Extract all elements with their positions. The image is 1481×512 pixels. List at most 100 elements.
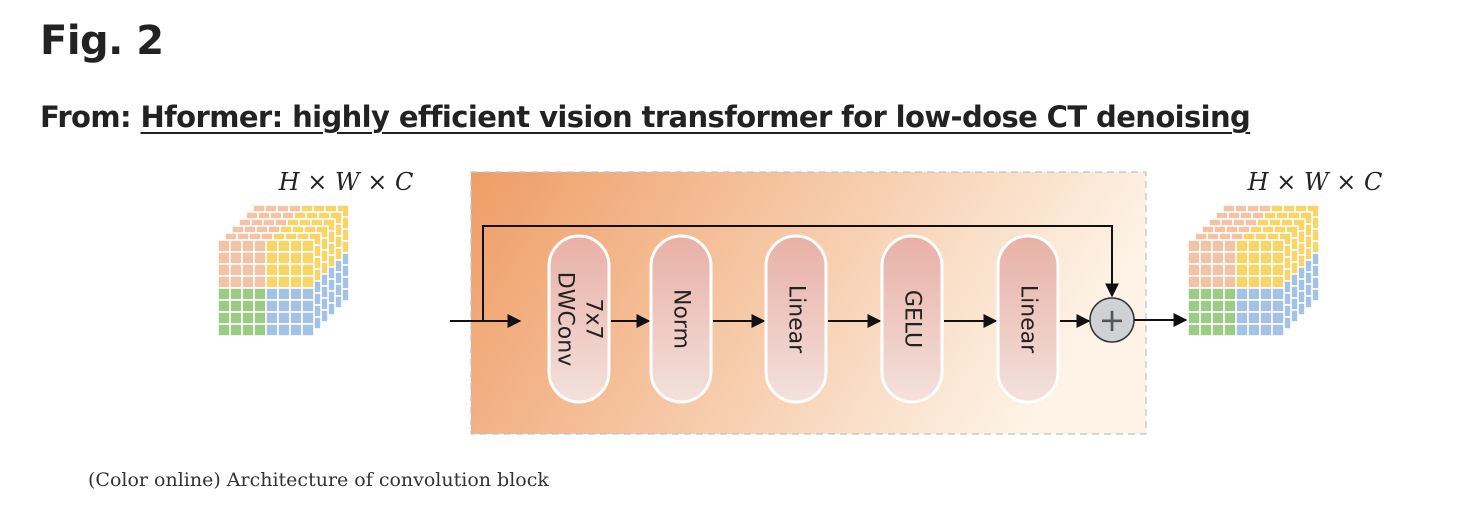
output-map-cell — [1199, 299, 1213, 313]
output-map-cell — [1247, 263, 1261, 277]
input-map-cell — [277, 263, 291, 277]
output-map-cell — [1223, 287, 1237, 301]
input-map-cell — [217, 287, 231, 301]
input-map-layer — [217, 239, 315, 337]
output-map-cell — [1187, 299, 1201, 313]
output-map-cell — [1235, 299, 1249, 313]
input-map-cell — [265, 299, 279, 313]
from-prefix: From: — [40, 100, 132, 134]
block-5: Linear — [996, 234, 1060, 404]
output-feature-map — [1187, 204, 1320, 337]
input-map-cell — [289, 311, 303, 325]
input-map-cell — [229, 251, 243, 265]
input-map-cell — [265, 263, 279, 277]
output-map-cell — [1271, 275, 1285, 289]
output-map-cell — [1187, 323, 1201, 337]
input-map-cell — [241, 323, 255, 337]
input-map-cell — [289, 263, 303, 277]
input-map-cell — [265, 251, 279, 265]
figure-caption: (Color online) Architecture of convoluti… — [88, 469, 549, 491]
input-map-cell — [277, 323, 291, 337]
input-map-cell — [277, 287, 291, 301]
input-map-cell — [229, 299, 243, 313]
output-map-cell — [1259, 263, 1273, 277]
block-label: Linear — [1016, 285, 1041, 354]
block-label: 7x7 — [581, 298, 606, 339]
block-2: Norm — [649, 234, 713, 404]
input-map-cell — [217, 263, 231, 277]
input-map-cell — [253, 251, 267, 265]
input-map-cell — [301, 299, 315, 313]
output-dims-label: H × W × C — [1247, 168, 1383, 196]
input-map-cell — [301, 311, 315, 325]
source-article-link[interactable]: Hformer: highly efficient vision transfo… — [140, 100, 1251, 134]
output-map-cell — [1235, 323, 1249, 337]
block-pill — [764, 234, 828, 404]
output-map-cell — [1199, 251, 1213, 265]
output-map-cell — [1247, 251, 1261, 265]
input-map-cell — [301, 287, 315, 301]
input-map-cell — [253, 275, 267, 289]
input-map-cell — [301, 263, 315, 277]
output-map-cell — [1223, 251, 1237, 265]
output-map-cell — [1199, 239, 1213, 253]
figure-label: Fig. 2 — [40, 18, 164, 64]
input-map-cell — [301, 239, 315, 253]
output-map-cell — [1187, 311, 1201, 325]
output-map-cell — [1211, 275, 1225, 289]
output-map-cell — [1223, 275, 1237, 289]
input-map-cell — [217, 239, 231, 253]
output-map-cell — [1259, 251, 1273, 265]
output-map-cell — [1259, 299, 1273, 313]
output-map-cell — [1235, 275, 1249, 289]
input-map-cell — [241, 287, 255, 301]
output-map-cell — [1271, 287, 1285, 301]
output-map-cell — [1199, 323, 1213, 337]
output-map-cell — [1235, 287, 1249, 301]
output-map-cell — [1223, 239, 1237, 253]
input-map-cell — [277, 239, 291, 253]
output-map-cell — [1223, 299, 1237, 313]
skip-connection-arrow — [482, 225, 1119, 321]
output-map-cell — [1211, 323, 1225, 337]
output-map-cell — [1187, 251, 1201, 265]
panel-dashed-border — [470, 171, 1147, 435]
output-map-cell — [1247, 275, 1261, 289]
input-map-cell — [289, 299, 303, 313]
output-map-cell — [1211, 299, 1225, 313]
input-map-cell — [289, 251, 303, 265]
input-map-cell — [241, 239, 255, 253]
input-map-cell — [265, 239, 279, 253]
input-map-cell — [253, 323, 267, 337]
block-label: DWConv — [553, 272, 578, 366]
block-pill — [649, 234, 713, 404]
input-map-cell — [289, 287, 303, 301]
input-dims-label: H × W × C — [278, 168, 414, 196]
input-map-cell — [229, 311, 243, 325]
output-map-cell — [1223, 263, 1237, 277]
add-operation-symbol: + — [1099, 301, 1126, 339]
output-map-cell — [1211, 287, 1225, 301]
input-map-cell — [301, 323, 315, 337]
output-map-cell — [1235, 263, 1249, 277]
block-pill — [996, 234, 1060, 404]
output-map-cell — [1235, 311, 1249, 325]
input-map-cell — [241, 251, 255, 265]
output-map-cell — [1211, 251, 1225, 265]
output-map-cell — [1271, 299, 1285, 313]
output-map-cell — [1199, 263, 1213, 277]
input-map-cell — [277, 311, 291, 325]
output-map-layer — [1187, 239, 1285, 337]
block-4: GELU — [880, 234, 944, 404]
input-map-cell — [229, 239, 243, 253]
output-map-cell — [1259, 323, 1273, 337]
output-map-cell — [1271, 239, 1285, 253]
input-map-cell — [253, 263, 267, 277]
block-label: Norm — [669, 289, 694, 349]
output-map-cell — [1223, 323, 1237, 337]
output-map-cell — [1211, 263, 1225, 277]
block-label: GELU — [900, 290, 925, 348]
source-line: From: Hformer: highly efficient vision t… — [40, 100, 1251, 134]
